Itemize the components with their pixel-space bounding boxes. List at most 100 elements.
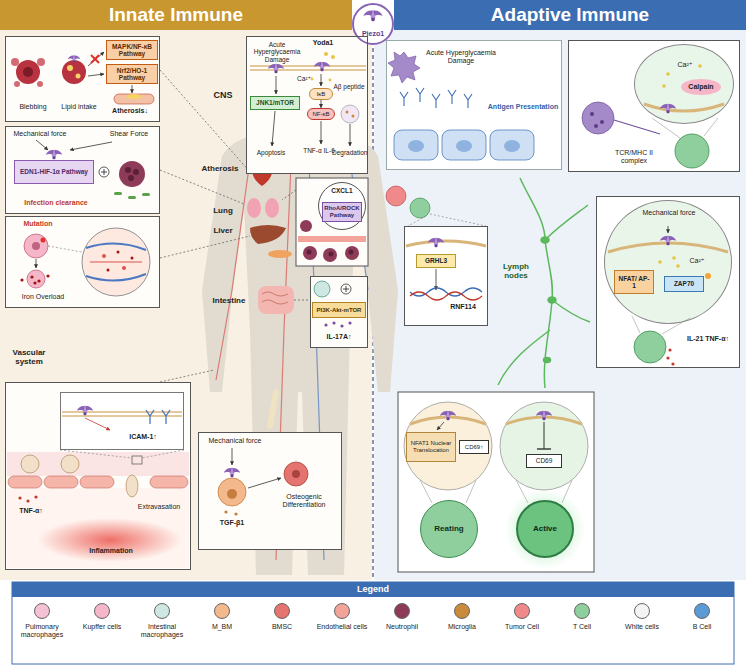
liver-art [36, 259, 37, 268]
node-text: RNF114 [441, 303, 485, 311]
tumor-art [436, 269, 437, 290]
activation-art [537, 448, 551, 449]
legend-text: B Cell [673, 623, 731, 631]
t-cell: Active [516, 500, 574, 558]
node-text: Mechanical force [203, 437, 267, 445]
pathway-box: JNK1/mTOR [250, 96, 300, 110]
node-label: JNK1/mTOR [256, 99, 294, 106]
legend-text: T Cell [553, 623, 611, 631]
calpain-art [582, 45, 733, 168]
vascular-art [34, 495, 37, 498]
calpain-art [644, 104, 724, 111]
organs [247, 198, 261, 218]
intestine-art [324, 323, 327, 326]
neutrophil-art [323, 248, 337, 262]
cns-art [350, 124, 351, 146]
mechanotransduction-art [660, 235, 677, 246]
calpain-art [662, 84, 666, 88]
cns-art [314, 61, 331, 72]
lymph-network [498, 178, 590, 388]
lymph-network [520, 178, 552, 388]
organs [262, 292, 288, 304]
node-text: Blebbing [8, 103, 58, 111]
antigen-art [490, 130, 534, 160]
zoom-circle: Ca²⁺Calpain [634, 44, 734, 124]
calpain-art [666, 72, 670, 76]
node-label: Innate Immune [109, 4, 243, 25]
mechanotransduction-art [662, 318, 690, 334]
cns-art [324, 52, 328, 56]
bone-art [232, 448, 233, 465]
vascular-art [146, 410, 170, 424]
liver-art [20, 228, 150, 296]
panel-box: IL-21 TNF-α↑Mechanical forceCa²⁺NFAT/ AP… [596, 196, 740, 368]
organ-label: Atherosis [194, 164, 246, 173]
calpain-art [675, 134, 709, 168]
piezo-badge-art [363, 9, 382, 21]
node-text: IL-17A↑ [313, 333, 365, 341]
legend-text: M_BM [193, 623, 251, 631]
bone-art [248, 478, 281, 488]
leader-line [160, 370, 214, 382]
node-text: TNF-α↑ [10, 507, 52, 515]
organs [270, 392, 276, 426]
node-label: NFAT/ AP-1 [617, 275, 651, 290]
neutrophil-art [298, 236, 366, 242]
node-label: RhoA/ROCK Pathway [324, 205, 359, 218]
atherosis-art [88, 52, 104, 66]
liver-art [131, 257, 134, 260]
box-ground [386, 40, 562, 170]
pathway-box: EDN1-HIF-1α Pathway [14, 160, 94, 184]
legend-frame [12, 582, 734, 664]
liver-art [107, 269, 110, 272]
intestine-art [341, 284, 351, 294]
atherosis-art [67, 65, 73, 71]
node-label: IκB [317, 91, 326, 98]
lung-art [142, 193, 150, 196]
vascular-art [126, 475, 138, 497]
lung-art [114, 192, 122, 195]
bone-art [224, 510, 227, 513]
activation-art [437, 422, 444, 430]
vascular-art [7, 393, 189, 568]
atherosis-art [14, 81, 20, 87]
cns-art [321, 121, 322, 144]
vascular-art [7, 452, 189, 476]
liver-art [117, 251, 120, 254]
panel-box: BlebbingLipid intakeAtherosis↓MAPK/NF-κB… [5, 36, 160, 122]
neutrophil-art [300, 220, 312, 232]
legend-text: Pulmonary macrophages [13, 623, 71, 639]
panel-box: Mechanical forceTGF-β1Osteogenic Differe… [198, 432, 342, 550]
gene-box: GRHL3 [416, 254, 456, 268]
activation-art [404, 402, 492, 490]
cns-art [311, 78, 314, 81]
organs [268, 250, 292, 258]
cns-art [250, 69, 366, 71]
cns-art [341, 105, 359, 123]
cns-art [331, 55, 335, 59]
antigen-art [388, 52, 420, 83]
vascular-art [18, 496, 21, 499]
liver-art [20, 278, 23, 281]
lung-art [104, 169, 105, 175]
lung-art [119, 161, 145, 187]
node-text: Atherosis↓ [101, 107, 159, 115]
node-text: Acute Hyperglycaemia Damage [249, 41, 305, 63]
box-ground [5, 126, 160, 214]
legend-text: Microglia [433, 623, 491, 631]
protein-box: NFAT1 Nuclear Translocation [406, 432, 456, 462]
piezo-badge-art [353, 4, 393, 44]
node-text: Calpain [681, 83, 721, 91]
activation-art [420, 480, 432, 503]
node-text: Extravasation [130, 503, 188, 511]
liver-art [86, 243, 146, 280]
legend-text: Intestinal macrophages [133, 623, 191, 639]
bone-art [224, 467, 241, 478]
inset-box: RNF114 GRHL3 [404, 226, 488, 326]
mechanotransduction-art [668, 348, 671, 351]
antigen-art [456, 140, 472, 152]
box-ground [198, 432, 342, 550]
organ-label: Liver [206, 226, 240, 235]
zoom-circle: Mechanical forceCa²⁺NFAT/ AP-1ZAP70 [604, 200, 732, 324]
lymph-network [548, 297, 556, 303]
